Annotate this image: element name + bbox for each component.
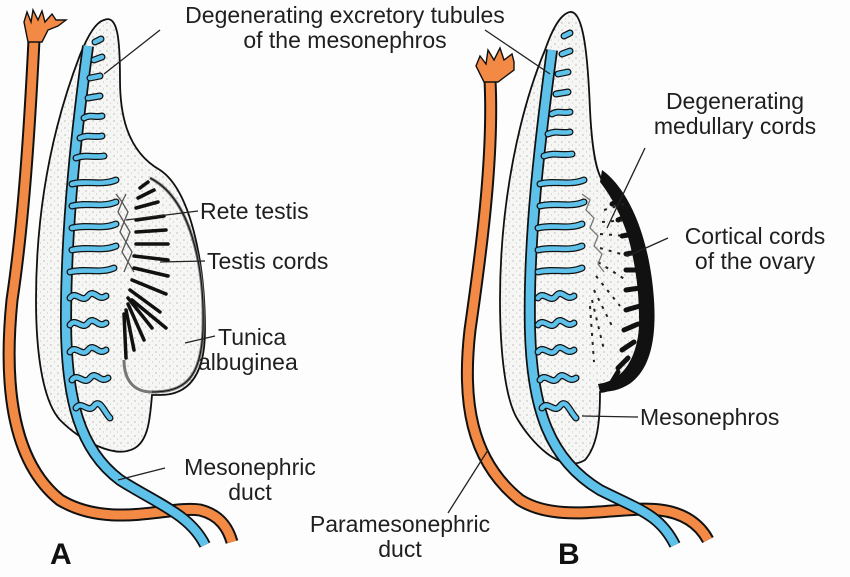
leader-lines-a	[103, 29, 216, 481]
panel-label-b: B	[558, 538, 580, 571]
mesonephric-duct-b	[523, 49, 681, 548]
rete-remnants-b	[581, 193, 605, 273]
testis-cords-a	[122, 180, 170, 360]
fimbriae-a	[23, 7, 69, 43]
label-mesonephros: Mesonephros	[640, 404, 780, 430]
label-line: of the ovary	[694, 248, 816, 274]
rete-testis-a	[115, 193, 135, 273]
label-testis-cords: Testis cords	[207, 248, 329, 274]
label-line: duct	[378, 536, 422, 562]
label-cortical-cords-ovary: Cortical cords of the ovary	[662, 224, 848, 274]
label-degenerating-excretory-tubules: Degenerating excretory tubules of the me…	[165, 3, 525, 53]
label-line: Paramesonephric	[309, 511, 491, 537]
label-rete-testis: Rete testis	[200, 198, 309, 224]
label-line: Mesonephric	[184, 454, 316, 480]
fimbriae-b	[475, 46, 515, 83]
excretory-tubules-a	[66, 35, 120, 422]
panel-a	[2, 7, 239, 548]
label-line: albuginea	[198, 349, 298, 375]
label-line: medullary cords	[653, 113, 817, 139]
paramesonephric-duct-a	[2, 7, 239, 544]
panel-label-a: A	[50, 538, 72, 571]
label-line: Degenerating excretory tubules	[185, 2, 505, 28]
label-line: of the mesonephros	[243, 27, 447, 53]
label-line: duct	[228, 479, 272, 505]
panel-b	[447, 11, 714, 548]
leader-lines-b	[447, 29, 669, 514]
paramesonephric-duct-b	[460, 46, 714, 544]
label-line: Degenerating	[665, 88, 805, 114]
label-paramesonephric-duct: Paramesonephric duct	[300, 512, 500, 562]
ovary-cortex-b	[598, 170, 655, 392]
cortical-cords-b	[609, 197, 643, 385]
mesonephros-b	[499, 11, 641, 465]
medullary-cords-b	[589, 203, 629, 363]
label-tunica-albuginea: Tunica albuginea	[198, 325, 298, 375]
label-degenerating-medullary-cords: Degenerating medullary cords	[625, 89, 845, 139]
label-line: Tunica	[218, 324, 287, 350]
label-line: Cortical cords	[684, 223, 826, 249]
label-mesonephric-duct: Mesonephric duct	[160, 455, 340, 505]
excretory-tubules-b	[534, 29, 588, 422]
